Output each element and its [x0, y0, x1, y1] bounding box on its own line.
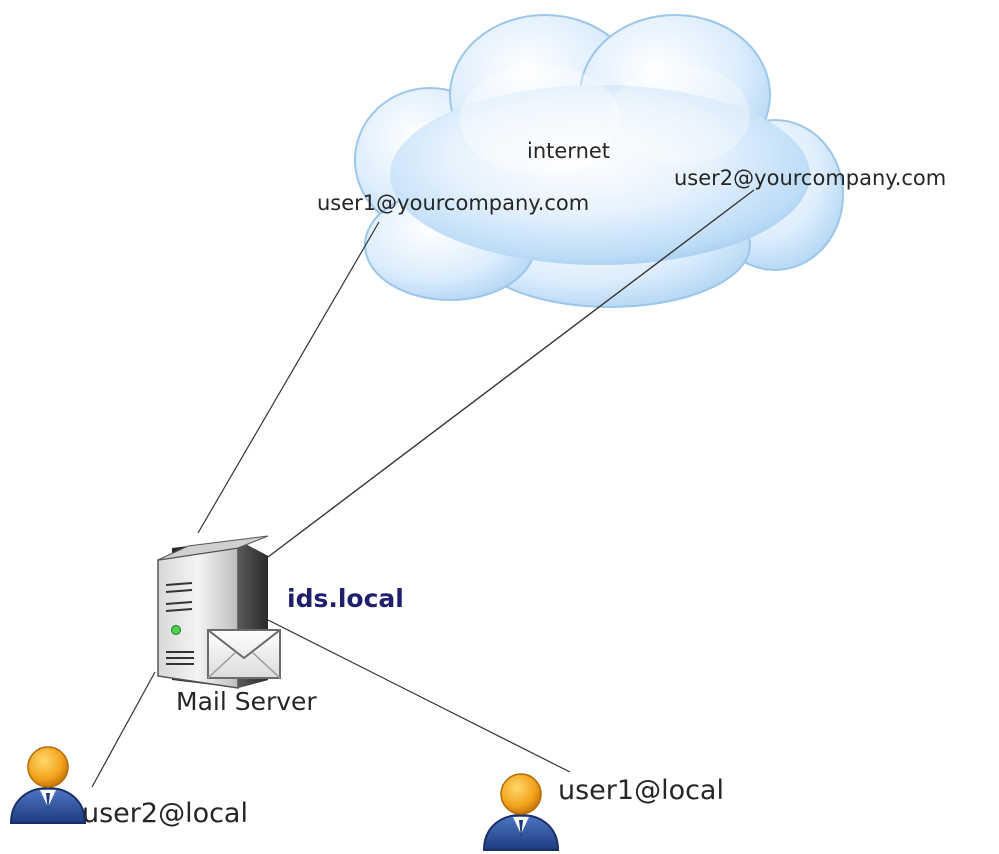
user-icon [9, 746, 87, 824]
local-user2-label: user2@local [82, 798, 248, 829]
envelope-icon [207, 629, 281, 679]
local-user1-label: user1@local [558, 775, 724, 806]
mail-server-label: Mail Server [176, 687, 317, 716]
link-server-user2-cloud [267, 189, 755, 558]
link-server-user1-local [267, 619, 571, 773]
cloud-icon [354, 14, 844, 308]
cloud-address-user2: user2@yourcompany.com [674, 166, 947, 190]
connector-lines [91, 189, 755, 788]
server-domain-label: ids.local [287, 584, 404, 613]
user-icon [482, 773, 560, 851]
link-server-user2-local [91, 671, 156, 788]
cloud-title: internet [527, 139, 611, 163]
link-server-user1-cloud [197, 221, 380, 534]
cloud-address-user1: user1@yourcompany.com [317, 191, 590, 215]
